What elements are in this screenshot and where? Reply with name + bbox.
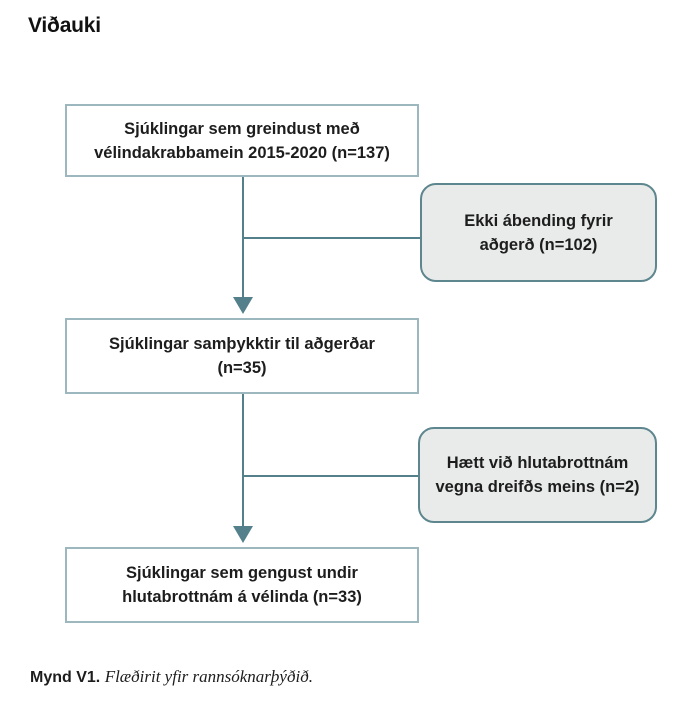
flow-box-underwent-line1: Sjúklingar sem gengust undir: [126, 564, 358, 582]
figure-caption-label: Mynd V1.: [30, 669, 101, 686]
flow-box-no-indication-line1: Ekki ábending fyrir: [464, 211, 613, 230]
flow-box-no-indication: Ekki ábending fyrir aðgerð (n=102): [420, 183, 657, 282]
flow-box-approved-line2: (n=35): [217, 359, 267, 377]
flow-box-cancelled-line1: Hætt við hlutabrottnám: [446, 454, 629, 472]
flow-box-cancelled-line2: vegna dreifðs meins (n=2): [435, 478, 640, 496]
flow-box-no-indication-line2: aðgerð (n=102): [479, 235, 598, 254]
connector-line-2: [242, 394, 244, 527]
connector-branch-2: [243, 475, 418, 477]
connector-branch-1: [243, 237, 420, 239]
flow-box-underwent-line2: hlutabrottnám á vélinda (n=33): [122, 588, 362, 606]
arrowhead-down-icon-2: [233, 526, 253, 543]
figure-caption: Mynd V1. Flæðirit yfir rannsóknarþýðið.: [30, 667, 313, 687]
arrowhead-down-icon-1: [233, 297, 253, 314]
flow-box-diagnosed: Sjúklingar sem greindust með vélindakrab…: [65, 104, 419, 177]
flow-box-diagnosed-line1: Sjúklingar sem greindust með: [124, 119, 360, 138]
flow-box-diagnosed-line2: vélindakrabbamein 2015-2020 (n=137): [94, 143, 390, 162]
flow-box-approved-line1: Sjúklingar samþykktir til aðgerðar: [109, 335, 375, 353]
page-title: Viðauki: [28, 14, 101, 37]
flow-box-cancelled: Hætt við hlutabrottnám vegna dreifðs mei…: [418, 427, 657, 523]
flow-box-underwent: Sjúklingar sem gengust undir hlutabrottn…: [65, 547, 419, 623]
figure-caption-text: Flæðirit yfir rannsóknarþýðið.: [104, 667, 313, 686]
flow-box-approved: Sjúklingar samþykktir til aðgerðar (n=35…: [65, 318, 419, 394]
